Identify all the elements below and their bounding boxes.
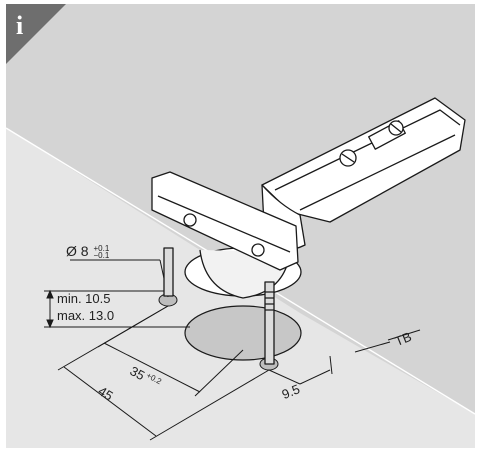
adjust-screw-slot (341, 153, 355, 163)
plate-screw-left-icon (183, 213, 197, 227)
depth-arrow-top (46, 289, 54, 299)
dowel-right (264, 281, 275, 365)
plate-screw-right-icon (251, 243, 265, 257)
mount-screw-slot (390, 123, 402, 133)
hinge-drawing (151, 97, 466, 365)
dimension-lines (44, 259, 421, 441)
plate-edge (157, 195, 291, 253)
dim-35-ext-right (194, 349, 244, 397)
drill-diameter-tol-minus: −0.1 (93, 251, 110, 261)
drill-diameter-tolerance: +0.1 −0.1 (93, 243, 110, 261)
dim-9-5-line (299, 369, 331, 385)
cup-hole (184, 305, 302, 361)
dowel-left (163, 247, 174, 297)
dim-tb-ext (354, 341, 391, 353)
info-badge: i (6, 4, 66, 64)
hinge-arm-ridge (274, 109, 461, 191)
drill-diameter-main: Ø 8 (66, 243, 89, 259)
hinge-arm-edge (299, 134, 456, 211)
drill-diameter-tol-plus: +0.1 (93, 243, 110, 253)
dim-45-line (63, 366, 157, 437)
info-icon: i (16, 11, 23, 40)
depth-min-label: min. 10.5 (57, 291, 111, 306)
dim-45-ext-left (57, 305, 169, 371)
depth-arrow-bottom (46, 319, 54, 329)
dim-45-ext-right (149, 369, 270, 441)
depth-max-label: max. 13.0 (57, 308, 115, 323)
dim-9-5-ext-left (268, 369, 301, 385)
dim-9-5-ext-right (329, 355, 333, 375)
dim-35-line (103, 342, 201, 393)
dim-tb-leader (387, 329, 421, 341)
drill-diameter-label: Ø 8 +0.1 −0.1 (66, 244, 109, 260)
info-badge-shape (6, 4, 66, 64)
dowel-right-ribs (265, 291, 274, 311)
